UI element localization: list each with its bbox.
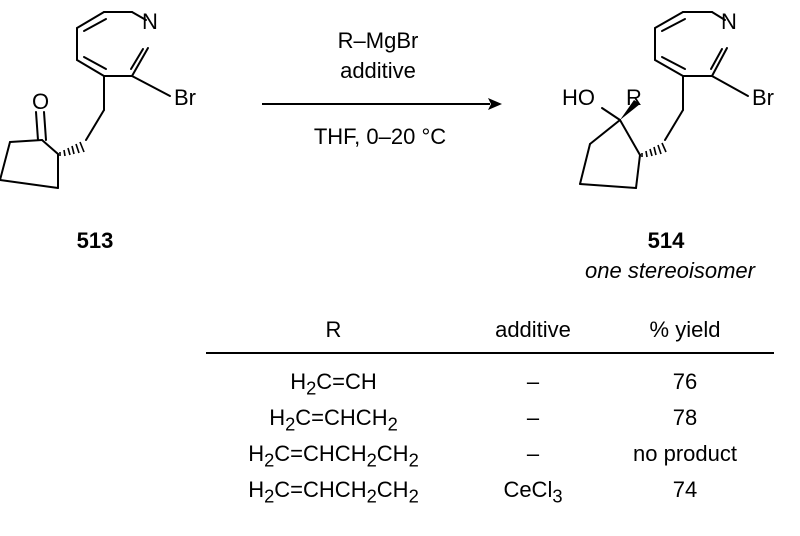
- atom-label-r-514: R: [626, 85, 642, 110]
- cell-yield: no product: [633, 441, 737, 466]
- header-r: R: [325, 317, 342, 342]
- reaction-arrow: [262, 98, 502, 110]
- reaction-conditions: THF, 0–20 °C: [314, 124, 446, 149]
- cell-additive: CeCl3: [503, 477, 563, 507]
- bold-wedge-514: [620, 100, 640, 120]
- atom-label-br-514: Br: [752, 85, 774, 110]
- hashed-wedge-513: [59, 141, 85, 157]
- compound-id-514: 514: [648, 228, 685, 253]
- table-row: H2C=CHCH2 – 78: [206, 400, 774, 436]
- reagent-rmgbr: R–MgBr: [338, 28, 419, 53]
- cell-additive: –: [526, 405, 540, 430]
- start-structure-513: [0, 11, 171, 189]
- cell-yield: 78: [672, 405, 698, 430]
- cell-yield: 76: [672, 369, 698, 394]
- product-structure-514: [579, 11, 749, 189]
- table-row: H2C=CHCH2CH2 CeCl3 74: [206, 472, 774, 508]
- cell-r: H2C=CHCH2CH2: [248, 477, 419, 507]
- results-table: R additive % yield H2C=CH – 76 H2C=CHCH2…: [206, 312, 774, 506]
- table-header: R additive % yield: [206, 312, 774, 352]
- atom-label-o-513: O: [32, 89, 49, 114]
- table-row: H2C=CH – 76: [206, 364, 774, 400]
- cell-additive: –: [526, 441, 540, 466]
- cell-additive: –: [526, 369, 540, 394]
- atom-label-n-513: N: [142, 9, 158, 34]
- cell-r: H2C=CH: [290, 369, 377, 399]
- hashed-wedge-514: [641, 142, 667, 158]
- atom-label-br-513: Br: [174, 85, 196, 110]
- table-row: H2C=CHCH2CH2 – no product: [206, 436, 774, 472]
- header-rule: [206, 352, 774, 354]
- cell-r: H2C=CHCH2CH2: [248, 441, 419, 471]
- cell-yield: 74: [672, 477, 698, 502]
- compound-id-513: 513: [77, 228, 114, 253]
- header-additive: additive: [495, 317, 571, 342]
- stereo-note: one stereoisomer: [585, 258, 757, 283]
- cell-r: H2C=CHCH2: [269, 405, 398, 435]
- atom-label-ho-514: HO: [562, 85, 595, 110]
- header-yield: % yield: [649, 317, 721, 342]
- atom-label-n-514: N: [721, 9, 737, 34]
- reagent-additive: additive: [340, 58, 416, 83]
